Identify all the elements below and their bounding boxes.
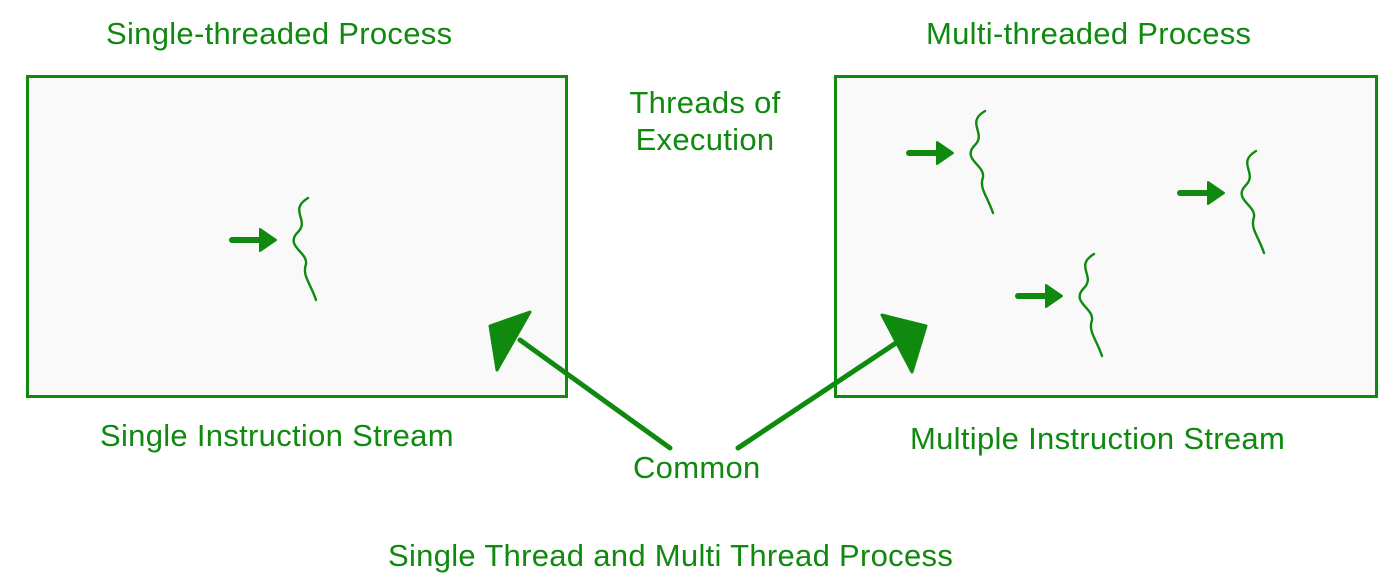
thread-multi-2 [1180,151,1264,253]
multi-threaded-title: Multi-threaded Process [926,16,1252,51]
thread-multi-3 [1018,254,1102,356]
thread-multi-1 [909,111,993,213]
diagram-title: Single Thread and Multi Thread Process [388,538,954,573]
single-threaded-title: Single-threaded Process [106,16,453,51]
thread-single-1 [232,198,316,300]
multiple-instruction-stream-caption: Multiple Instruction Stream [910,421,1286,456]
single-instruction-stream-caption: Single Instruction Stream [100,418,454,453]
common-arrow-right [735,313,928,451]
common-label: Common [633,450,761,485]
multi-threaded-process-box [834,75,1378,398]
threads-of-execution-label: Threads of Execution [629,85,781,158]
common-arrow-left [488,310,673,451]
single-threaded-process-box [26,75,568,398]
